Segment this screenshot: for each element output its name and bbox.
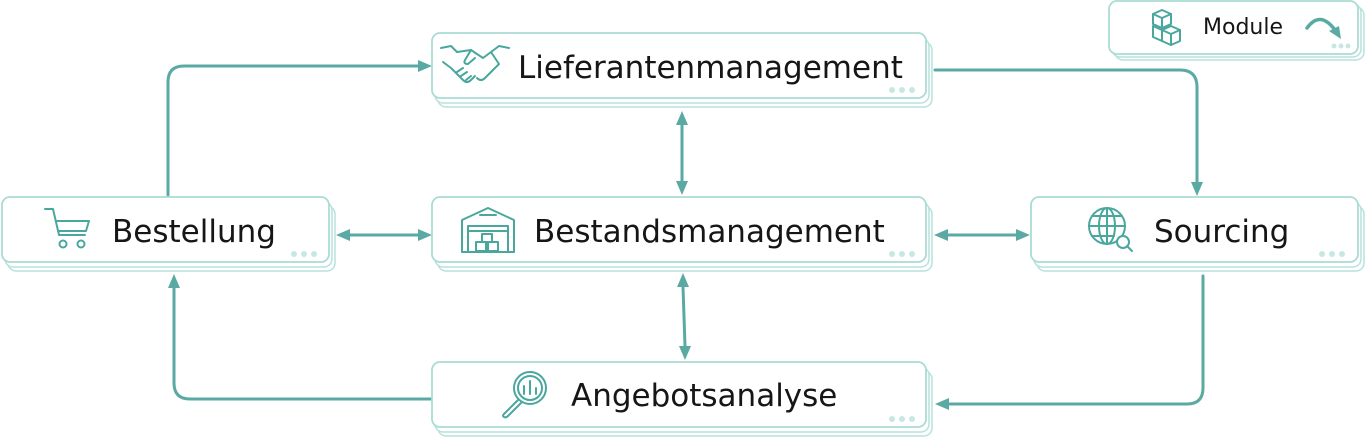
edge-bestellung-to-lieferantenmanagement <box>166 60 432 197</box>
edge-bestandsmanagement-sourcing <box>934 229 1030 241</box>
node-lieferantenmanagement[interactable]: Lieferantenmanagement <box>431 32 933 108</box>
edge-bestandsmanagement-angebotsanalyse <box>677 273 691 360</box>
legend-module: Module <box>1108 0 1365 61</box>
legend-label: Module <box>1203 15 1283 40</box>
node-label-lieferantenmanagement: Lieferantenmanagement <box>518 50 903 86</box>
node-label-sourcing: Sourcing <box>1154 214 1289 250</box>
node-sourcing[interactable]: Sourcing <box>1030 196 1365 272</box>
magnifier-chart-icon <box>502 371 547 419</box>
node-label-angebotsanalyse: Angebotsanalyse <box>571 378 837 414</box>
node-bestandsmanagement[interactable]: Bestandsmanagement <box>431 196 933 272</box>
node-label-bestandsmanagement: Bestandsmanagement <box>534 214 885 250</box>
connectors <box>166 60 1205 410</box>
node-label-bestellung: Bestellung <box>112 214 276 250</box>
node-bestellung[interactable]: Bestellung <box>1 196 336 272</box>
edge-bestellung-bestandsmanagement <box>336 229 432 241</box>
curved-arrow-icon <box>1305 17 1341 39</box>
node-angebotsanalyse[interactable]: Angebotsanalyse <box>431 361 933 437</box>
cubes-icon <box>1152 9 1181 46</box>
edge-angebotsanalyse-to-bestellung <box>168 274 433 401</box>
edge-sourcing-to-angebotsanalyse <box>935 274 1205 410</box>
edge-lieferantenmanagement-to-sourcing <box>933 68 1203 196</box>
handshake-icon <box>440 45 510 83</box>
shopping-cart-icon <box>44 208 90 249</box>
warehouse-icon <box>461 207 515 253</box>
globe-search-icon <box>1088 207 1133 252</box>
edge-lieferantenmanagement-bestandsmanagement <box>676 111 688 195</box>
